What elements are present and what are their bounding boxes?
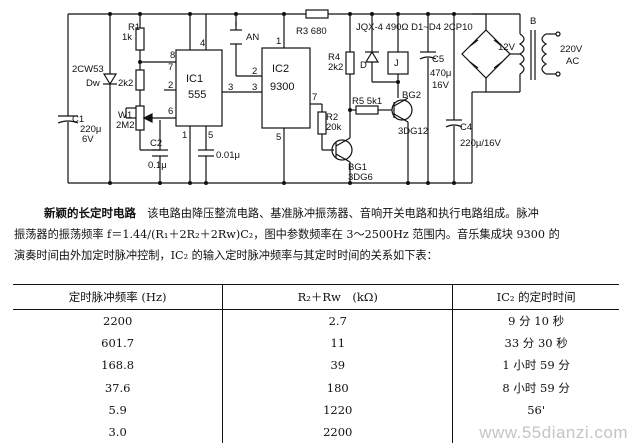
circuit-schematic: R1 1k 2CW53 Dw 2k2 W1 2M2 C1 220μ 6V C2 …: [57, 9, 583, 185]
description-heading: 新颖的长定时电路: [44, 206, 136, 220]
r-2k2-label: 2k2: [118, 78, 133, 89]
table-row: 3.0 2200: [13, 420, 619, 444]
zener-sub-label: Dw: [86, 78, 100, 89]
r3-label: R3 680: [296, 26, 327, 37]
resistance-cell: 11: [222, 332, 454, 355]
resistance-cell: 1220: [222, 398, 454, 421]
bg1-type: 3DG6: [348, 172, 373, 183]
timing-cell: 56': [527, 402, 546, 417]
bg2-type: 3DG12: [398, 126, 428, 137]
ic1-pin-3: 3: [228, 82, 233, 93]
relay-spec-label: JQX-4 490Ω D1~D4 2CP10: [356, 22, 473, 33]
header-resistance: R₂＋Rw (kΩ): [222, 284, 454, 310]
table-header-row: 定时脉冲频率 (Hz) R₂＋Rw (kΩ) IC₂ 的定时时间: [13, 284, 619, 310]
description-line-2: 振荡器的振荡频率 f＝1.44/(R₁＋2R₂＋2Rw)C₂，图中参数频率在 3…: [14, 228, 560, 241]
timing-cell: 9 分 10 秒: [508, 314, 565, 329]
ic1-pin-1: 1: [182, 130, 187, 141]
c1-value: 220μ: [80, 124, 101, 135]
c2-value: 0.1μ: [148, 160, 167, 171]
c2-label: C2: [150, 138, 162, 149]
frequency-cell: 5.9: [108, 402, 127, 417]
r5-label: R5 5k1: [352, 96, 382, 107]
diode-d-label: D: [360, 60, 367, 71]
resistance-cell: 2.7: [222, 309, 454, 333]
timing-cell: 33 分 30 秒: [504, 336, 568, 351]
ic1-pin-8: 8: [170, 50, 175, 61]
ic1-pin-2: 2: [168, 80, 173, 91]
c-001-label: 0.01μ: [216, 150, 240, 161]
ic1-name: IC1: [186, 73, 203, 85]
c5-label: C5: [432, 54, 444, 65]
timing-cell: 8 小时 59 分: [502, 380, 570, 395]
ic1-pin-6: 6: [168, 106, 173, 117]
frequency-cell: 37.6: [104, 380, 131, 395]
c4-label: C4: [460, 122, 472, 133]
an-button-label: AN: [246, 32, 259, 43]
r4-label: R4: [328, 52, 340, 63]
table-row: 37.6 180 8 小时 59 分: [13, 376, 619, 399]
ic2-pin-3: 3: [252, 82, 257, 93]
zener-label: 2CW53: [72, 64, 104, 75]
r1-value: 1k: [122, 32, 132, 43]
frequency-cell: 3.0: [108, 425, 127, 440]
description-line-3: 演奏时间由外加定时脉冲控制，IC₂ 的输入定时脉冲频率与其定时时间的关系如下表：: [14, 249, 438, 262]
table-row: 2200 2.7 9 分 10 秒: [13, 309, 619, 333]
mains-ac-label: AC: [566, 56, 579, 67]
w1-value: 2M2: [116, 120, 134, 131]
circuit-description: 新颖的长定时电路 该电路由降压整流电路、基准脉冲振荡器、音响开关电路和执行电路组…: [14, 203, 630, 266]
table-row: 168.8 39 1 小时 59 分: [13, 354, 619, 377]
header-timing: IC₂ 的定时时间: [452, 284, 619, 310]
c4-value: 220μ/16V: [460, 138, 502, 149]
c5-voltage: 16V: [432, 80, 450, 91]
ic2-pin-7: 7: [312, 92, 317, 103]
timing-cell: 1 小时 59 分: [502, 358, 570, 373]
ic2-pin-1: 1: [276, 36, 281, 47]
c1-voltage: 6V: [82, 134, 94, 145]
ic2-type: 9300: [270, 81, 294, 93]
table-row: 601.7 11 33 分 30 秒: [13, 332, 619, 355]
bg1-label: BG1: [348, 162, 367, 173]
table-row: 5.9 1220 56': [13, 398, 619, 421]
ic2-pin-5: 5: [276, 132, 281, 143]
ic2-name: IC2: [272, 63, 289, 75]
r2-value: 20k: [326, 122, 342, 133]
mains-220v-label: 220V: [560, 44, 583, 55]
header-pulse-frequency: 定时脉冲频率 (Hz): [13, 284, 223, 310]
ic1-pin-5: 5: [208, 130, 213, 141]
ic2-pin-2: 2: [252, 66, 257, 77]
w1-label: W1: [118, 110, 132, 121]
r4-value: 2k2: [328, 62, 343, 73]
bg2-label: BG2: [402, 90, 421, 101]
ic1-type: 555: [188, 89, 206, 101]
timing-table: 定时脉冲频率 (Hz) R₂＋Rw (kΩ) IC₂ 的定时时间 2200 2.…: [13, 284, 619, 444]
resistance-cell: 180: [222, 376, 454, 399]
c5-value: 470μ: [430, 68, 451, 79]
frequency-cell: 601.7: [101, 336, 135, 351]
resistance-cell: 39: [222, 354, 454, 377]
transformer-12v-label: 12V: [498, 42, 516, 53]
r1-label: R1: [128, 22, 140, 33]
ic1-pin-7: 7: [168, 62, 173, 73]
description-line-1: 该电路由降压整流电路、基准脉冲振荡器、音响开关电路和执行电路组成。脉冲: [147, 207, 539, 220]
transformer-b-label: B: [530, 16, 536, 27]
resistance-cell: 2200: [222, 420, 454, 444]
r2-label: R2: [326, 112, 338, 123]
site-watermark: www.55dianzi.com: [479, 423, 628, 442]
frequency-cell: 168.8: [101, 358, 135, 373]
relay-j-label: J: [394, 58, 399, 69]
ic1-pin-4: 4: [200, 38, 205, 49]
frequency-cell: 2200: [103, 314, 133, 329]
c1-label: C1: [72, 114, 84, 125]
